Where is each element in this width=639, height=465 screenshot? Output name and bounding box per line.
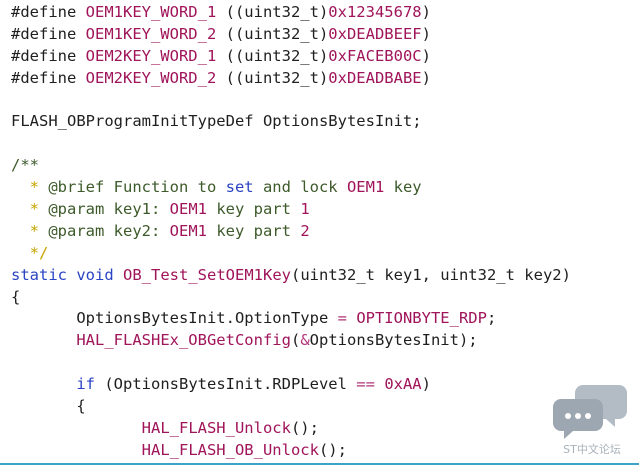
code-token: #define	[11, 3, 86, 21]
code-token: key part	[206, 200, 301, 219]
code-token: ((uint32_t)	[216, 46, 329, 65]
code-token: 0xFACEB00C	[328, 46, 422, 65]
code-viewer: #define OEM1KEY_WORD_1 ((uint32_t)0x1234…	[11, 2, 571, 462]
code-token: )	[421, 375, 431, 394]
code-token: @brief Function to	[48, 178, 226, 197]
code-line: HAL_FLASH_OB_Unlock();	[11, 440, 571, 462]
code-token: (OptionsBytesInit.RDPLevel	[95, 375, 357, 394]
code-line	[11, 352, 571, 374]
code-line: */	[11, 243, 571, 265]
code-token: ((uint32_t)	[216, 3, 329, 21]
code-line: #define OEM2KEY_WORD_2 ((uint32_t)0xDEAD…	[11, 68, 571, 90]
watermark-label: ST中文论坛	[563, 443, 621, 456]
code-token: #define	[11, 46, 86, 65]
code-token: @param key2:	[48, 221, 170, 240]
code-token: ();	[290, 418, 319, 437]
code-token: OptionsBytesInit);	[309, 331, 478, 350]
code-line: /**	[11, 155, 571, 177]
code-token: */	[11, 243, 49, 262]
code-token: *	[11, 178, 49, 197]
code-line: if (OptionsBytesInit.RDPLevel == 0xAA)	[11, 374, 571, 396]
code-token: HAL_FLASHEx_OBGetConfig	[76, 331, 291, 350]
code-token: if	[76, 375, 95, 394]
code-token: (uint32_t key1, uint32_t key2)	[291, 265, 571, 284]
code-token: {	[11, 287, 21, 306]
code-token: )	[421, 24, 431, 43]
code-token	[11, 331, 76, 349]
accent-bar	[0, 463, 639, 465]
code-token	[11, 441, 142, 459]
code-token: 2	[300, 221, 310, 240]
code-line: #define OEM1KEY_WORD_1 ((uint32_t)0x1234…	[11, 2, 571, 24]
code-line: * @brief Function to set and lock OEM1 k…	[11, 177, 571, 199]
code-line: HAL_FLASH_Unlock();	[11, 418, 571, 440]
code-token: *	[11, 221, 49, 240]
code-token: OB_Test_SetOEM1Key	[123, 265, 291, 284]
code-line: * @param key2: OEM1 key part 2	[11, 221, 571, 243]
code-token: =	[337, 309, 347, 328]
chat-bubbles-icon	[553, 385, 627, 439]
code-token: #define	[11, 68, 86, 87]
code-token: HAL_FLASH_OB_Unlock	[141, 440, 319, 459]
code-token: ;	[486, 309, 497, 328]
code-token: 0x12345678	[328, 3, 422, 21]
code-token: static	[11, 265, 67, 284]
code-token: 0xDEADBABE	[328, 68, 422, 87]
code-token: key part	[206, 221, 301, 240]
code-line: #define OEM1KEY_WORD_2 ((uint32_t)0xDEAD…	[11, 24, 571, 46]
code-token: OPTIONBYTE_RDP	[356, 309, 487, 328]
code-token: 0xDEADBEEF	[328, 24, 422, 43]
code-token: /**	[11, 156, 39, 175]
code-token: 0xAA	[384, 375, 422, 394]
code-token: @param key1:	[48, 200, 170, 219]
code-token: OEM2KEY_WORD_1	[85, 46, 217, 65]
st-forum-watermark: ST中文论坛	[553, 379, 631, 457]
code-token: FLASH_OBProgramInitTypeDef OptionsBytesI…	[11, 112, 422, 131]
code-token: )	[421, 68, 431, 87]
code-token: )	[421, 3, 431, 21]
code-token: #define	[11, 24, 86, 43]
code-token	[11, 375, 76, 393]
code-line: #define OEM2KEY_WORD_1 ((uint32_t)0xFACE…	[11, 46, 571, 68]
code-token: set	[225, 178, 254, 197]
code-line: {	[11, 287, 571, 309]
code-line: FLASH_OBProgramInitTypeDef OptionsBytesI…	[11, 111, 571, 133]
code-token: {	[11, 397, 86, 416]
code-token	[375, 375, 384, 393]
code-token: 1	[300, 200, 310, 219]
code-token: void	[76, 265, 114, 284]
code-line: OptionsBytesInit.OptionType = OPTIONBYTE…	[11, 308, 571, 330]
code-token	[67, 266, 76, 284]
code-token: ();	[318, 440, 347, 459]
code-token: OEM1KEY_WORD_1	[85, 3, 217, 21]
code-line: {	[11, 396, 571, 418]
code-token: &	[300, 331, 310, 350]
code-token: ((uint32_t)	[216, 24, 329, 43]
code-line: * @param key1: OEM1 key part 1	[11, 199, 571, 221]
code-token: OEM1	[169, 200, 207, 219]
code-token: HAL_FLASH_Unlock	[141, 418, 291, 437]
code-token: OEM1	[346, 178, 385, 197]
code-token	[11, 419, 142, 437]
code-token: OEM1	[169, 221, 207, 240]
code-token: ==	[356, 375, 375, 394]
code-token	[114, 266, 123, 284]
code-token: (	[290, 331, 301, 350]
code-token	[347, 309, 356, 327]
code-token: ((uint32_t)	[216, 68, 329, 87]
code-token: key	[384, 178, 422, 197]
code-token: )	[421, 46, 431, 65]
code-token: OptionsBytesInit.OptionType	[11, 309, 338, 328]
code-line: static void OB_Test_SetOEM1Key(uint32_t …	[11, 265, 571, 287]
code-line: HAL_FLASHEx_OBGetConfig(&OptionsBytesIni…	[11, 330, 571, 352]
code-token: and lock	[253, 178, 347, 197]
code-token: *	[11, 200, 49, 219]
code-token: OEM1KEY_WORD_2	[85, 24, 217, 43]
code-token: OEM2KEY_WORD_2	[85, 68, 217, 87]
code-line	[11, 90, 571, 112]
code-line	[11, 133, 571, 155]
